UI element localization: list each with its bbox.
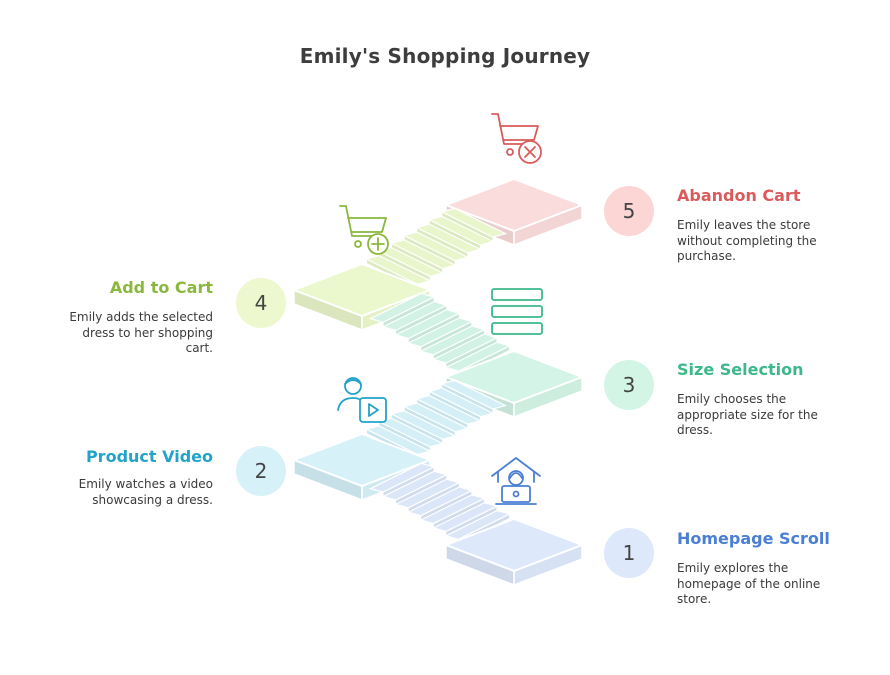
step-2-desc: Emily watches a video showcasing a dress… [78, 477, 213, 507]
step-3-number: 3 [604, 360, 654, 410]
stairs-1 [368, 462, 512, 545]
platform-1 [445, 518, 583, 586]
step-2-heading: Product Video [85, 447, 213, 466]
stairs-3 [368, 292, 512, 377]
step-4-desc: Emily adds the selected dress to her sho… [69, 310, 213, 355]
step-5-desc: Emily leaves the store without completin… [677, 218, 817, 263]
cart-remove-icon [491, 113, 542, 164]
step-4-number: 4 [236, 278, 286, 328]
cart-plus-icon [339, 205, 389, 255]
step-3-heading: Size Selection [677, 360, 804, 379]
step-1-heading: Homepage Scroll [677, 529, 830, 548]
step-5-number: 5 [604, 186, 654, 236]
step-1-number: 1 [604, 528, 654, 578]
stairs-4 [364, 207, 508, 290]
page-title: Emily's Shopping Journey [299, 44, 591, 68]
step-5-heading: Abandon Cart [677, 186, 801, 205]
step-1-desc: Emily explores the homepage of the onlin… [677, 561, 821, 606]
step-2-number: 2 [236, 446, 286, 496]
step-3-desc: Emily chooses the appropriate size for t… [677, 392, 818, 437]
person-video-icon [337, 377, 387, 423]
size-list-icon [491, 288, 543, 335]
house-laptop-icon [491, 457, 541, 505]
step-4-heading: Add to Cart [109, 278, 213, 297]
